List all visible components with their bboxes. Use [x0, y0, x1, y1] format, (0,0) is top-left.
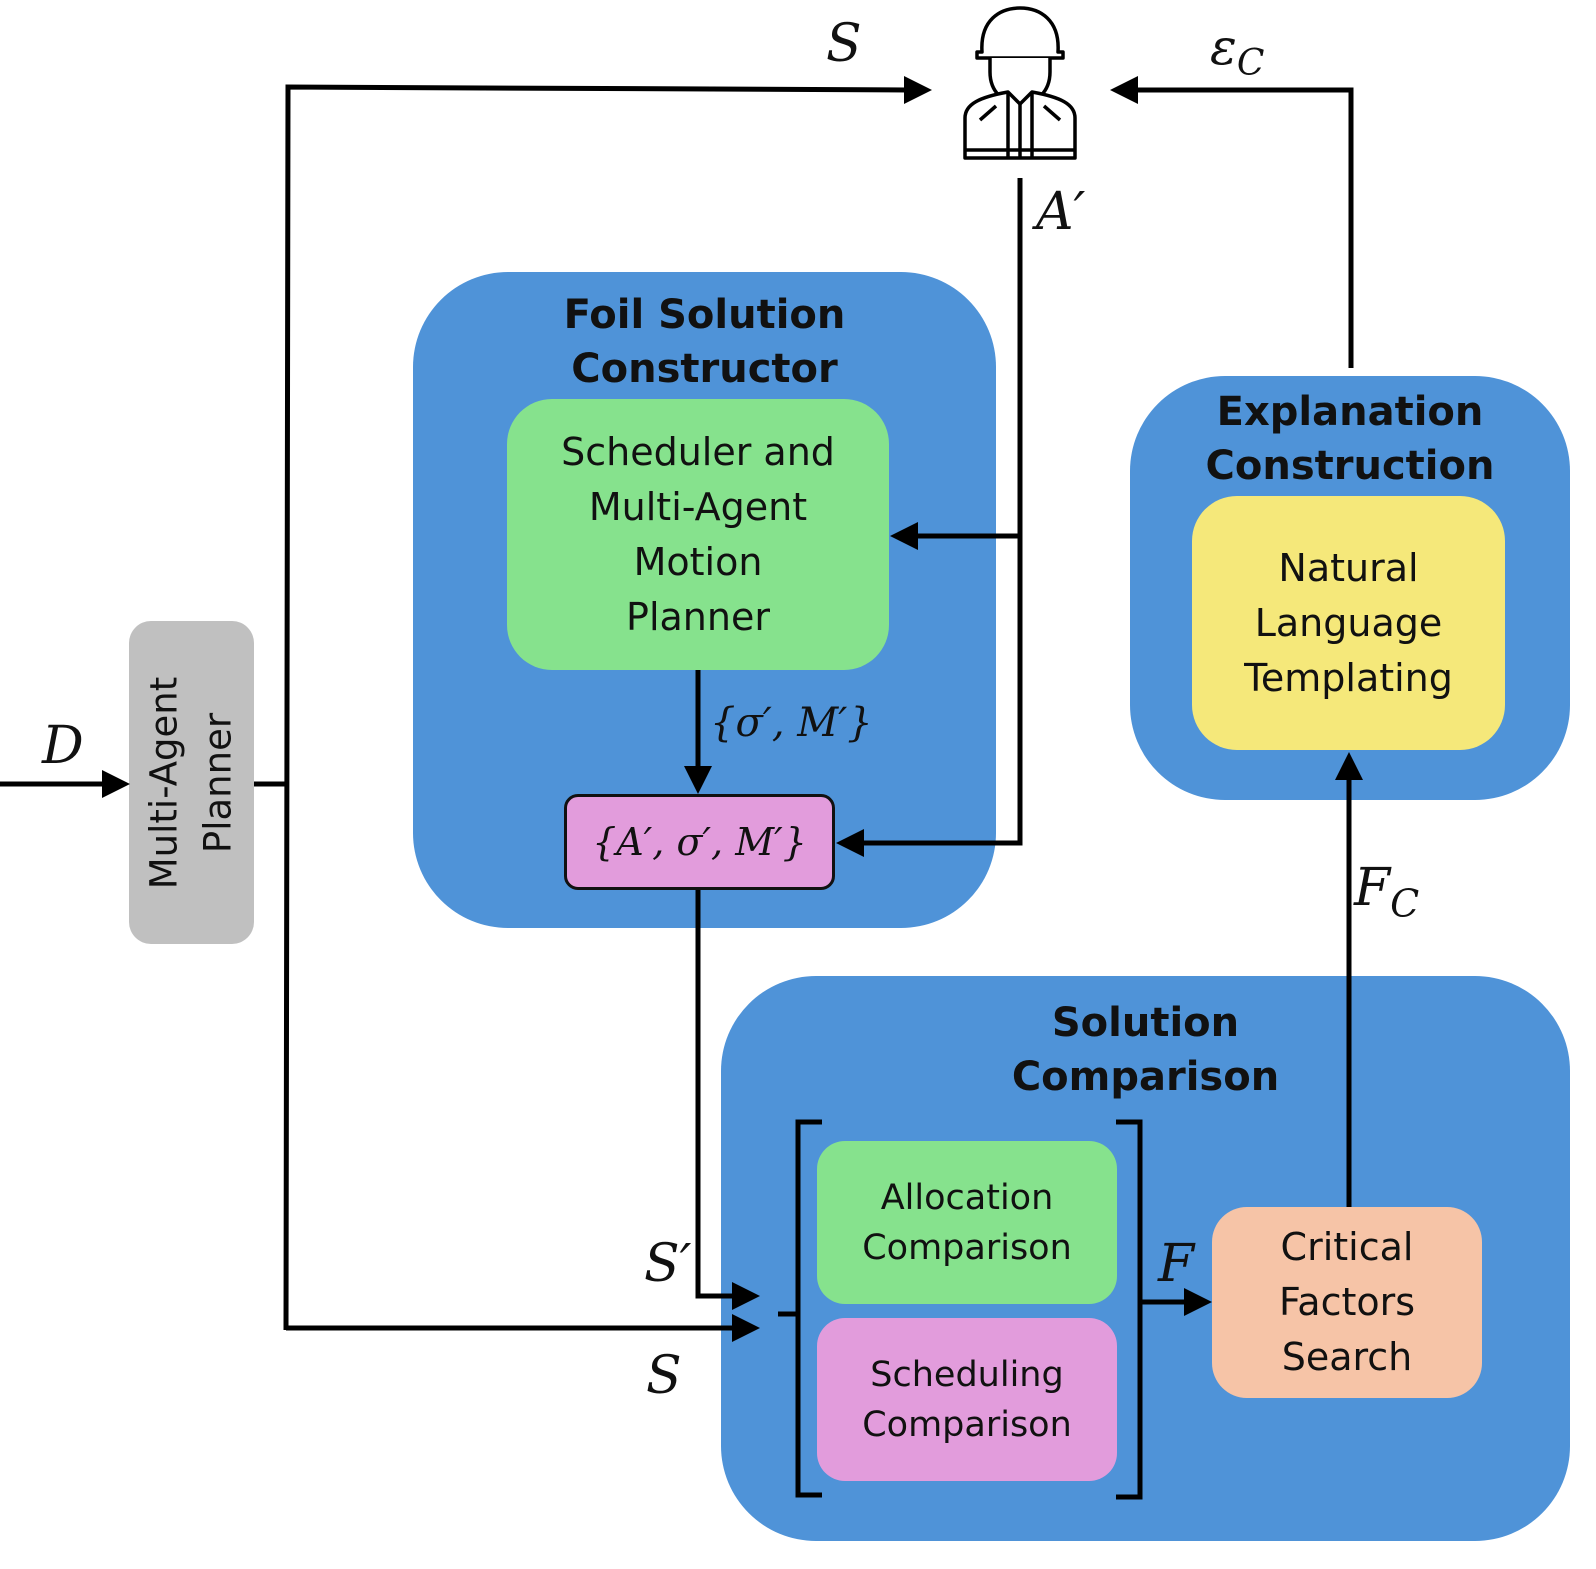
- scheduler-motion-planner-block: Scheduler and Multi-Agent Motion Planner: [507, 399, 889, 670]
- scheduling-comparison-label: Scheduling Comparison: [862, 1354, 1072, 1445]
- multi-agent-planner-block: Multi-Agent Planner: [129, 621, 254, 944]
- label-s-bottom: S: [646, 1346, 682, 1406]
- arrowhead-fc: [1335, 752, 1363, 780]
- arrowhead-scheduler: [890, 522, 918, 550]
- arrowhead-eps: [1110, 76, 1138, 104]
- arrowhead-s-top: [904, 76, 932, 104]
- allocation-comparison-label: Allocation Comparison: [862, 1177, 1072, 1268]
- right-bracket: [1116, 1119, 1143, 1500]
- allocation-comparison-block: Allocation Comparison: [817, 1141, 1117, 1304]
- label-s-top: S: [826, 14, 862, 74]
- arrow-epsilon-c: [1138, 87, 1354, 368]
- label-d: D: [42, 716, 84, 776]
- foil-set-label: {A′, σ′, M′}: [592, 819, 807, 864]
- critical-factors-search-label: Critical Factors Search: [1278, 1225, 1416, 1379]
- left-bracket: [795, 1119, 822, 1498]
- label-epsilon: ε: [1210, 18, 1237, 76]
- label-f-c-sub: C: [1390, 881, 1420, 926]
- scheduler-motion-planner-label: Scheduler and Multi-Agent Motion Planner: [561, 429, 835, 639]
- arrowhead-f: [1184, 1288, 1212, 1316]
- arrowhead-sigma-m: [684, 766, 712, 794]
- arrow-s-prime: [695, 890, 735, 1299]
- critical-factors-search-block: Critical Factors Search: [1212, 1207, 1482, 1398]
- arrowhead-d: [102, 770, 130, 798]
- explanation-construction-title: Explanation Construction: [1205, 389, 1495, 489]
- label-f-c: FC: [1354, 858, 1419, 925]
- natural-language-templating-label: Natural Language Templating: [1244, 545, 1453, 700]
- arrowhead-foil-set: [836, 829, 864, 857]
- foil-set-block: {A′, σ′, M′}: [564, 794, 835, 890]
- label-s-prime: S′: [644, 1234, 692, 1294]
- solution-comparison-title: Solution Comparison: [1011, 1000, 1280, 1100]
- label-a-prime: A′: [1036, 182, 1086, 242]
- arrow-s-top: [283, 84, 909, 1331]
- label-f: F: [1354, 858, 1391, 918]
- arrowhead-s-bottom: [732, 1314, 760, 1342]
- label-sigma-m: {σ′, M′}: [710, 700, 873, 746]
- label-epsilon-c: εC: [1210, 18, 1264, 84]
- arrowhead-s-prime: [732, 1282, 760, 1310]
- label-f-output: F: [1158, 1234, 1195, 1294]
- natural-language-templating-block: Natural Language Templating: [1192, 496, 1505, 750]
- arrow-a-prime: [862, 178, 1023, 846]
- soldier-user-icon: [963, 6, 1077, 160]
- scheduling-comparison-block: Scheduling Comparison: [817, 1318, 1117, 1481]
- label-epsilon-sub: C: [1236, 43, 1265, 84]
- foil-solution-constructor-title: Foil Solution Constructor: [563, 292, 846, 392]
